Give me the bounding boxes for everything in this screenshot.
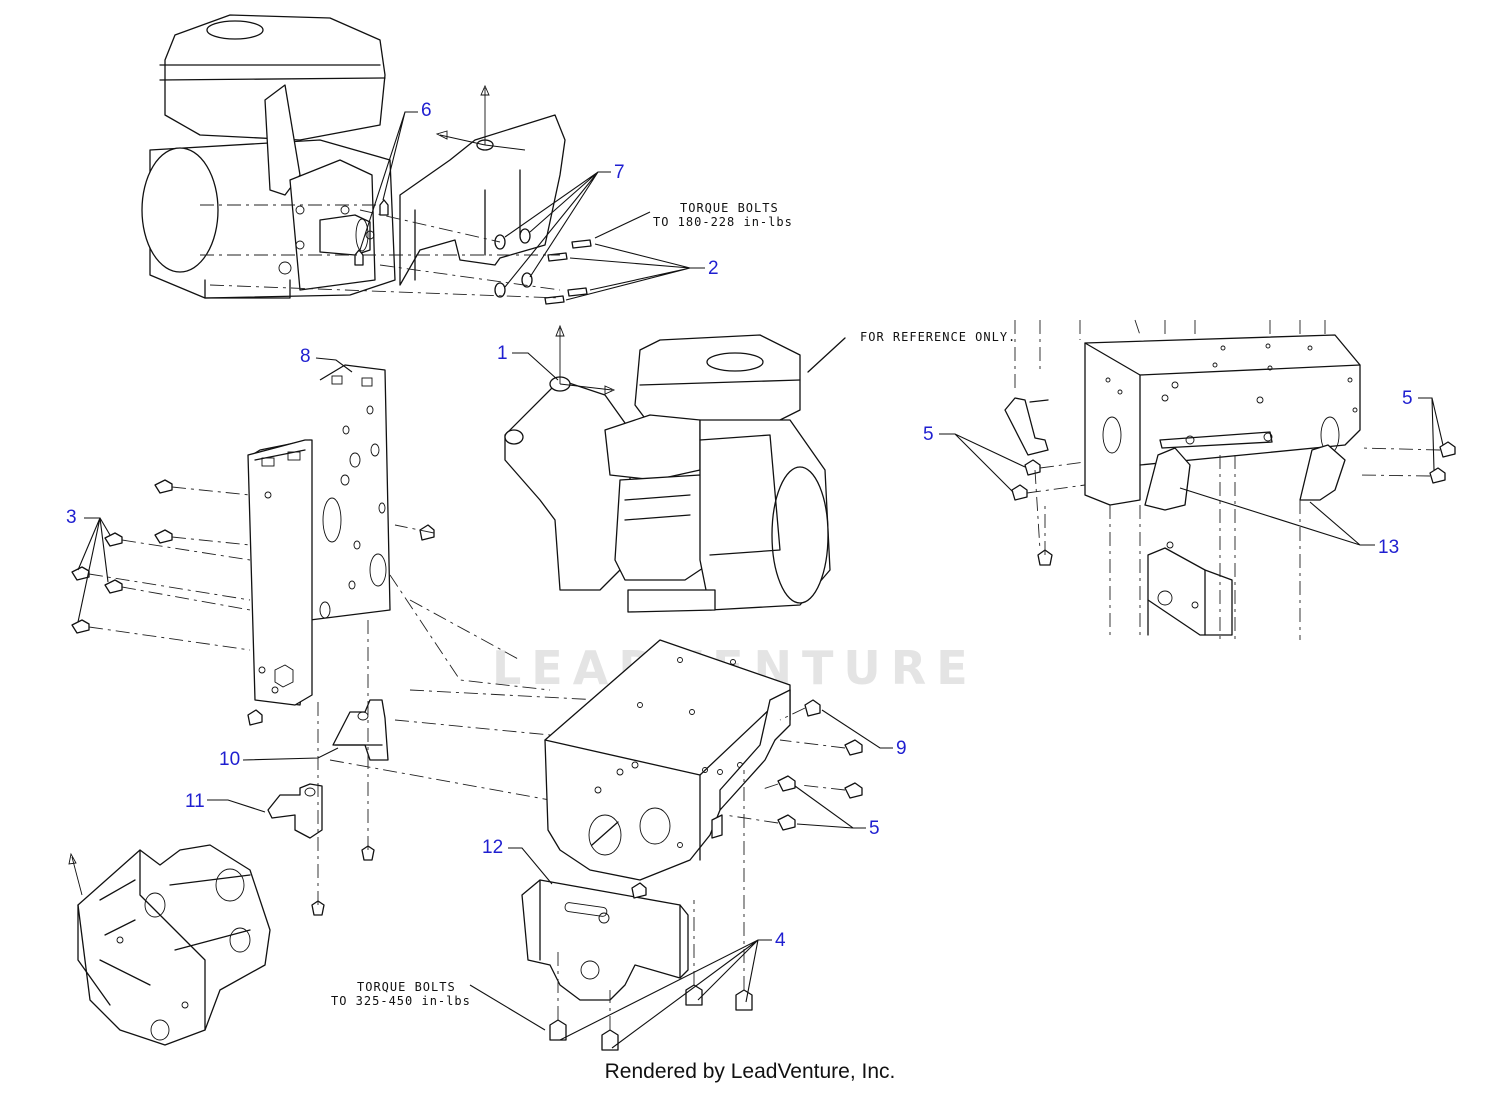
frame-housing xyxy=(544,639,791,881)
bolt-lower-2 xyxy=(311,900,325,916)
svg-text:11: 11 xyxy=(185,791,205,812)
torque-note-bottom-line2: TO 325-450 in-lbs xyxy=(331,994,471,1008)
callout-12: 12 xyxy=(482,837,553,885)
bracket-12 xyxy=(521,879,689,1001)
washers-bolts-top xyxy=(200,199,592,305)
callout-7: 7 xyxy=(504,162,625,288)
torque-bottom-leader xyxy=(469,984,546,1031)
torque-note-top-line2: TO 180-228 in-lbs xyxy=(653,215,793,229)
svg-text:3: 3 xyxy=(66,507,77,528)
svg-text:4: 4 xyxy=(775,930,786,951)
callout-4: 4 xyxy=(559,930,786,1049)
bolts-3 xyxy=(71,479,435,726)
svg-text:5: 5 xyxy=(923,424,934,445)
bolt-5-b xyxy=(777,775,796,792)
svg-text:5: 5 xyxy=(1402,388,1413,409)
svg-text:13: 13 xyxy=(1378,537,1399,558)
callout-5-center: 5 xyxy=(794,785,880,839)
svg-text:9: 9 xyxy=(896,738,907,759)
bracket-10 xyxy=(332,699,389,761)
callout-8: 8 xyxy=(300,346,353,373)
engine-center xyxy=(504,324,846,613)
assembled-view xyxy=(68,844,271,1046)
bracket-11 xyxy=(267,783,323,839)
svg-text:2: 2 xyxy=(708,258,719,279)
bolt-lower-1 xyxy=(361,845,375,861)
assembly-lines-left xyxy=(317,574,601,905)
callout-1: 1 xyxy=(497,343,559,381)
bolt-5-c xyxy=(844,782,863,799)
bolt-lines-center xyxy=(724,707,846,824)
reference-note: FOR REFERENCE ONLY. xyxy=(860,330,1016,344)
callout-2: 2 xyxy=(565,243,719,301)
svg-text:10: 10 xyxy=(219,749,240,770)
svg-text:5: 5 xyxy=(869,818,880,839)
bolt-5-d xyxy=(777,814,796,831)
bolts-4 xyxy=(549,770,753,1051)
torque-note-top-line1: TORQUE BOLTS xyxy=(680,201,779,215)
svg-text:8: 8 xyxy=(300,346,311,367)
svg-text:12: 12 xyxy=(482,837,503,858)
bolt-9 xyxy=(804,699,821,717)
torque-note-bottom-line1: TORQUE BOLTS xyxy=(357,980,456,994)
torque-top-leader xyxy=(594,211,651,239)
detail-view-right xyxy=(1004,319,1456,640)
svg-text:7: 7 xyxy=(614,162,625,183)
svg-text:1: 1 xyxy=(497,343,508,364)
callout-3: 3 xyxy=(66,507,111,623)
footer-credit: Rendered by LeadVenture, Inc. xyxy=(604,1060,896,1083)
callout-5-right-left: 5 xyxy=(923,424,1026,493)
callout-10: 10 xyxy=(219,747,339,770)
callout-5-right: 5 xyxy=(1402,388,1444,471)
bolt-5-a xyxy=(844,739,863,756)
side-plate-8 xyxy=(247,364,391,706)
callout-6: 6 xyxy=(359,100,432,251)
callout-13: 13 xyxy=(1179,487,1399,558)
svg-text:6: 6 xyxy=(421,100,432,121)
callout-11: 11 xyxy=(185,791,266,813)
callout-9: 9 xyxy=(821,709,907,759)
engine-top-left xyxy=(141,14,396,299)
